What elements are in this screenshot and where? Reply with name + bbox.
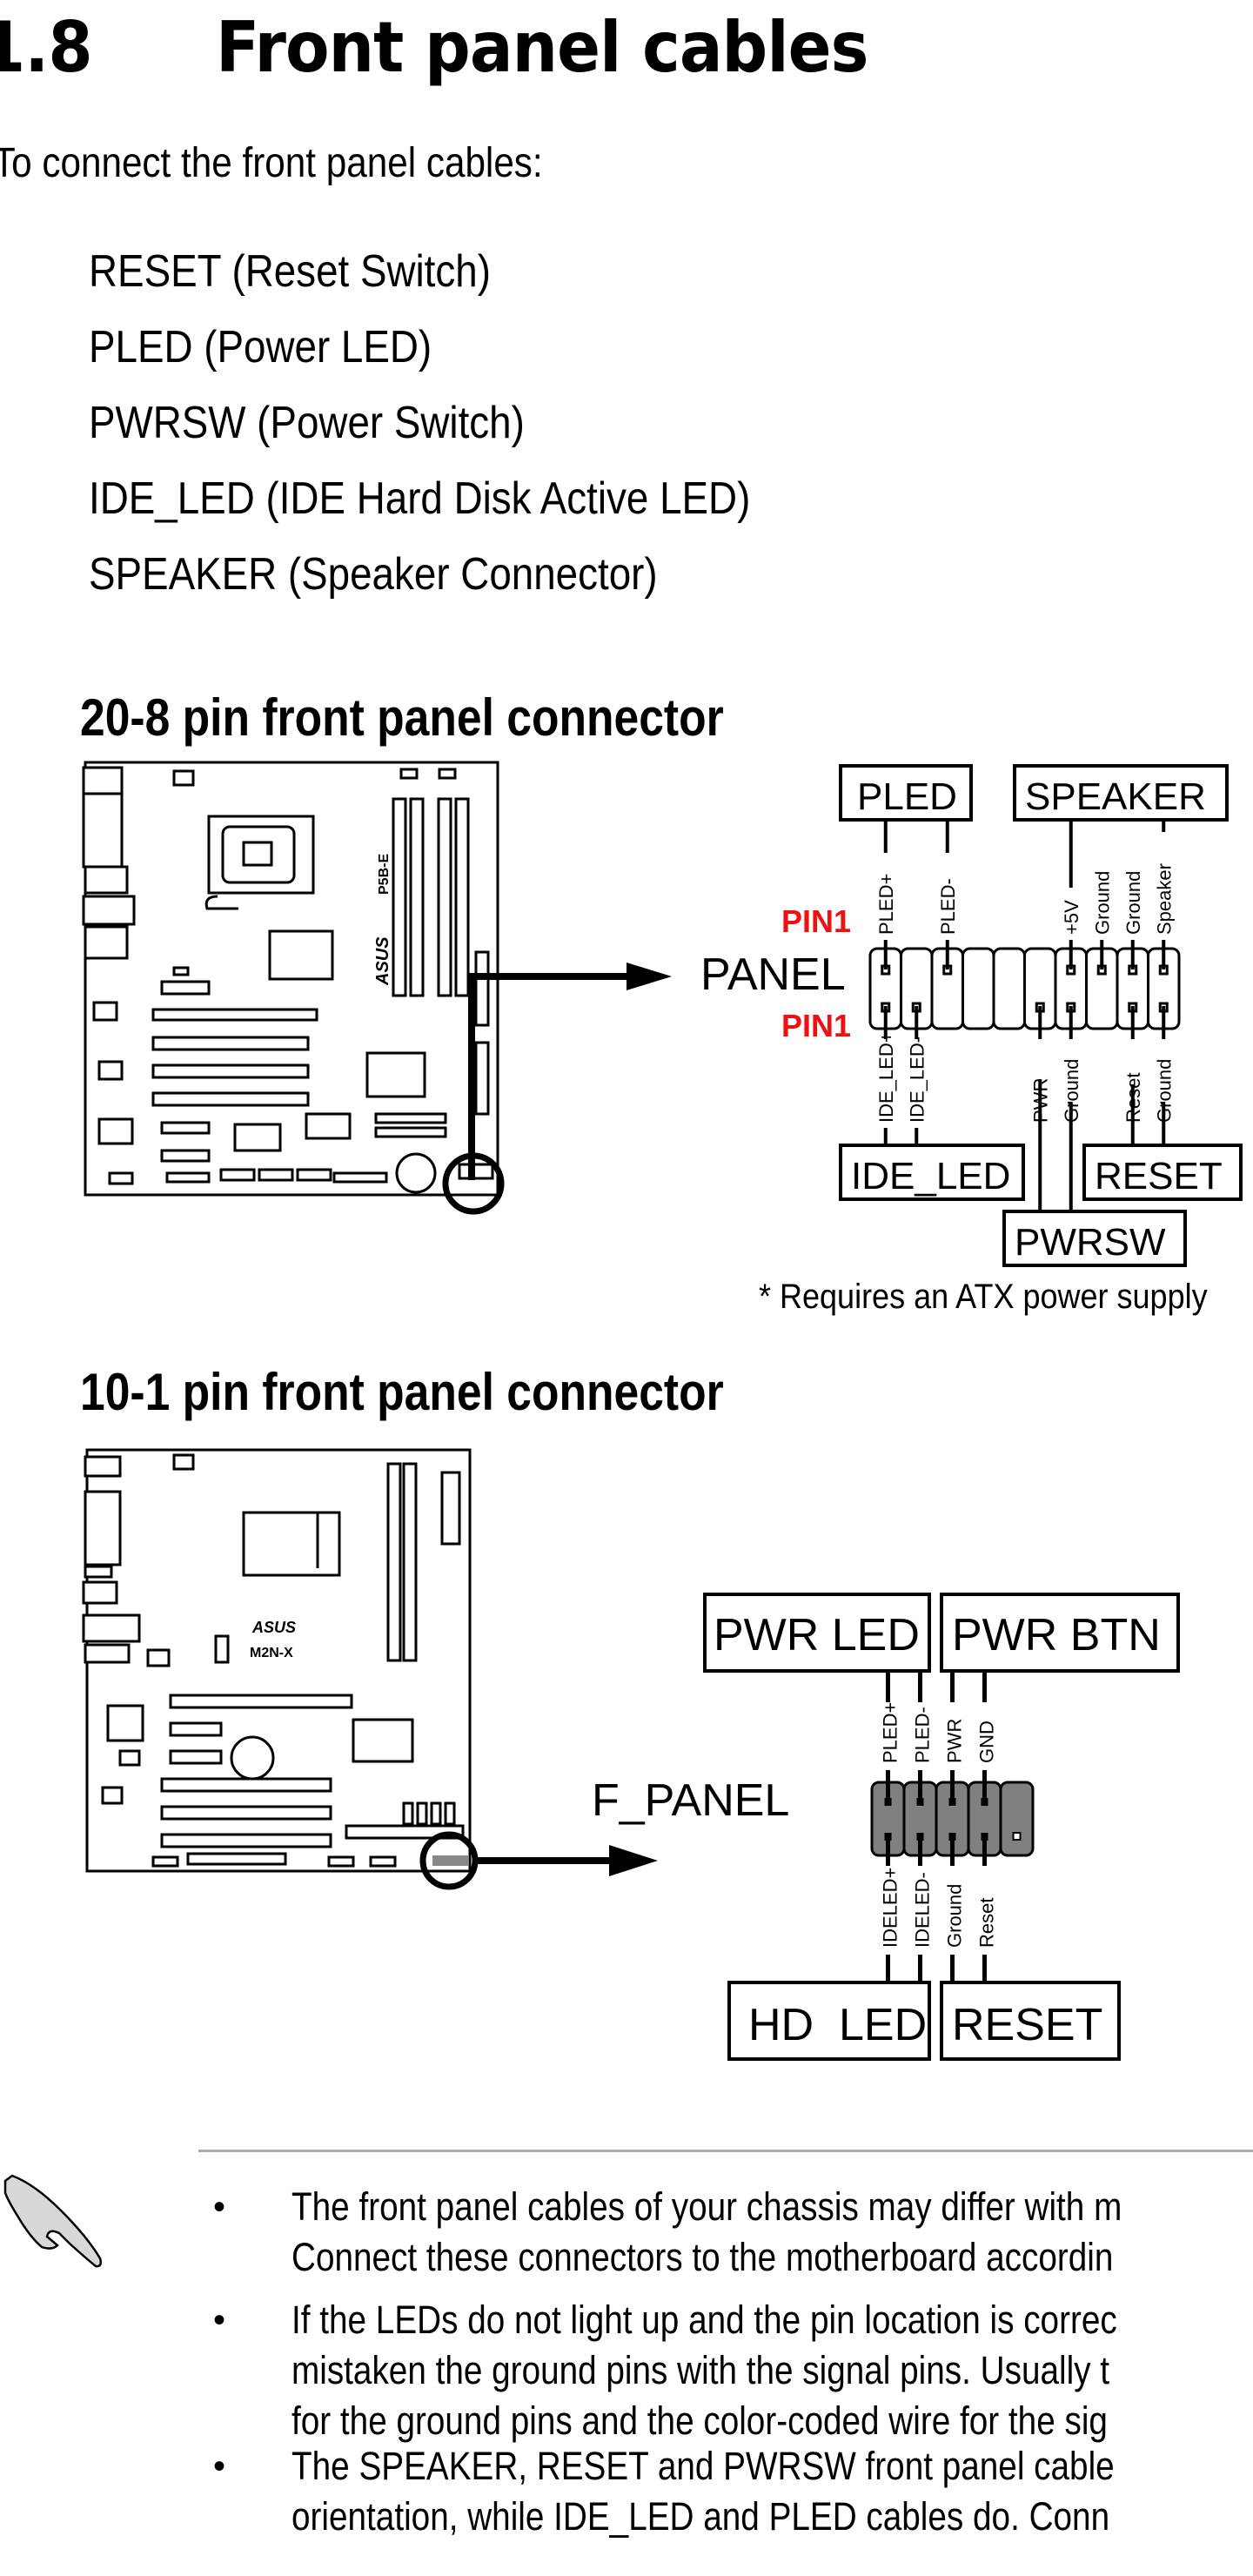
header-slot bbox=[962, 947, 995, 1030]
board-model-label: M2N-X bbox=[250, 1646, 293, 1660]
note-text: If the LEDs do not light up and the pin … bbox=[291, 2298, 1117, 2342]
pin-label-bottom: IDELED- bbox=[912, 1872, 934, 1948]
note-text: The SPEAKER, RESET and PWRSW front panel… bbox=[291, 2444, 1115, 2488]
ide-led-group bbox=[839, 1144, 1025, 1201]
panel-header bbox=[868, 947, 1181, 1030]
note-bullet: • bbox=[213, 2188, 226, 2226]
pin-label-bottom: IDELED+ bbox=[880, 1868, 901, 1948]
pwr-btn-label: PWR BTN bbox=[952, 1610, 1161, 1660]
pin-label-top: Speaker bbox=[1153, 863, 1175, 935]
pwr-btn-group: PWR BTN bbox=[940, 1593, 1180, 1673]
pin-label-bottom: Ground bbox=[944, 1884, 966, 1948]
section-number: 1.8 bbox=[0, 7, 93, 88]
hd-led-group: HD LED bbox=[727, 1981, 931, 2061]
note-bullet: • bbox=[213, 2301, 226, 2339]
speaker-group-label: SPEAKER bbox=[1025, 775, 1206, 818]
diagram-10-1-pin: ASUS M2N-X F_PANEL PWR LED PWR BTN HD LE… bbox=[82, 1448, 1180, 2061]
footnote: * Requires an ATX power supply bbox=[759, 1278, 1208, 1316]
reset-group bbox=[1082, 1144, 1243, 1201]
pin-label-top: PLED+ bbox=[880, 1702, 901, 1763]
ide-led-group-label: IDE_LED bbox=[851, 1155, 1010, 1197]
empty-pin bbox=[1012, 1832, 1022, 1841]
reset-group-label: RESET bbox=[1095, 1155, 1223, 1197]
pin-label-top: PWR bbox=[944, 1719, 966, 1763]
list-item: RESET (Reset Switch) bbox=[89, 246, 491, 297]
reset-group: RESET bbox=[940, 1981, 1121, 2061]
asus-logo: ASUS bbox=[251, 1619, 296, 1636]
intro-text: To connect the front panel cables: bbox=[0, 140, 543, 186]
list-item: PLED (Power LED) bbox=[89, 322, 432, 372]
list-item: PWRSW (Power Switch) bbox=[89, 398, 525, 448]
page-title: Front panel cables bbox=[216, 7, 868, 88]
list-item: SPEAKER (Speaker Connector) bbox=[89, 549, 658, 600]
pin-label-bottom: Reset bbox=[976, 1898, 998, 1948]
pin-label-top: Ground bbox=[1122, 871, 1144, 935]
f-panel-header-label: F_PANEL bbox=[592, 1775, 789, 1826]
list-item: IDE_LED (IDE Hard Disk Active LED) bbox=[89, 473, 751, 524]
note-bullet: • bbox=[213, 2447, 226, 2485]
pin-label-top: Ground bbox=[1091, 871, 1113, 935]
pin1-label-top: PIN1 bbox=[781, 903, 851, 939]
pointer-arrow bbox=[419, 1831, 658, 1890]
pointing-hand-icon bbox=[3, 2174, 103, 2268]
pointer-arrow bbox=[442, 963, 672, 1215]
asus-logo: ASUS bbox=[373, 936, 392, 986]
pwr-led-label: PWR LED bbox=[714, 1610, 920, 1660]
pin-label-top: GND bbox=[976, 1721, 998, 1763]
note-text: mistaken the ground pins with the signal… bbox=[291, 2348, 1110, 2392]
pwr-led-group: PWR LED bbox=[703, 1593, 931, 1673]
motherboard-p5b-e bbox=[82, 761, 499, 1197]
notes-divider bbox=[198, 2150, 1253, 2152]
pwrsw-group bbox=[1002, 1210, 1187, 1267]
pin1-label-bottom: PIN1 bbox=[781, 1008, 851, 1043]
pin-label-top: +5V bbox=[1061, 900, 1082, 935]
pin-label-top: PLED- bbox=[937, 878, 959, 935]
pwrsw-group-label: PWRSW bbox=[1015, 1221, 1166, 1264]
header-slot bbox=[999, 1781, 1035, 1857]
panel-header-label: PANEL bbox=[700, 949, 846, 1000]
section-heading-20-8: 20-8 pin front panel connector bbox=[80, 688, 724, 747]
diagram-20-8-pin: P5B-E ASUS PANEL PIN1 PIN1 PLED SPEAKER … bbox=[82, 761, 1243, 1267]
pin-label-bottom: IDE_LED+ bbox=[875, 1031, 897, 1123]
reset-label: RESET bbox=[952, 2000, 1102, 2050]
pin-label-top: PLED- bbox=[912, 1707, 934, 1763]
pled-group-label: PLED bbox=[857, 775, 957, 818]
hd-led-label: HD LED bbox=[748, 2000, 927, 2050]
motherboard-m2n-x bbox=[82, 1448, 472, 1873]
header-slot bbox=[992, 947, 1026, 1030]
note-text: Connect these connectors to the motherbo… bbox=[291, 2235, 1114, 2279]
section-heading-10-1: 10-1 pin front panel connector bbox=[80, 1363, 724, 1421]
pin-label-top: PLED+ bbox=[875, 874, 897, 935]
note-text: orientation, while IDE_LED and PLED cabl… bbox=[291, 2494, 1110, 2539]
note-text: The front panel cables of your chassis m… bbox=[291, 2184, 1122, 2229]
pled-group: PLED bbox=[839, 764, 973, 822]
speaker-group: SPEAKER bbox=[1013, 764, 1229, 822]
pin-label-bottom: IDE_LED- bbox=[906, 1036, 928, 1123]
board-model-label: P5B-E bbox=[377, 854, 392, 895]
note-text: for the ground pins and the color-coded … bbox=[291, 2398, 1108, 2443]
